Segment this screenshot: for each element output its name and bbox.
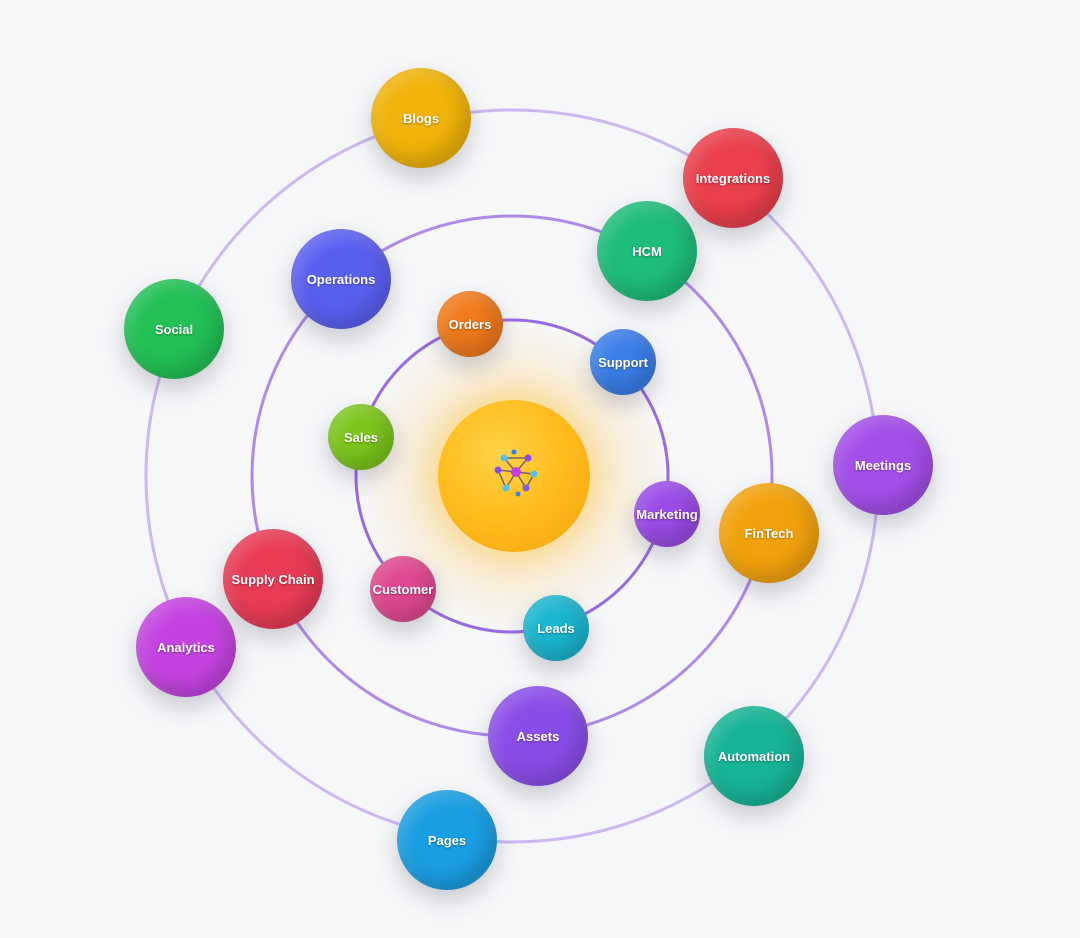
node-blogs[interactable]: Blogs <box>371 68 471 168</box>
node-meetings[interactable]: Meetings <box>833 415 933 515</box>
node-label: FinTech <box>744 525 794 541</box>
node-label: Social <box>154 321 194 337</box>
node-label: Pages <box>427 832 467 848</box>
node-operations[interactable]: Operations <box>291 229 391 329</box>
node-label: Meetings <box>854 457 912 473</box>
node-hcm[interactable]: HCM <box>597 201 697 301</box>
node-label: Leads <box>537 620 575 636</box>
node-supply-chain[interactable]: Supply Chain <box>223 529 323 629</box>
node-label: Sales <box>344 429 378 445</box>
node-leads[interactable]: Leads <box>523 595 589 661</box>
network-graph-icon <box>494 449 538 497</box>
node-label: Customer <box>372 581 434 597</box>
node-label: Automation <box>717 748 791 764</box>
node-label: Assets <box>516 728 560 744</box>
node-orders[interactable]: Orders <box>437 291 503 357</box>
node-label: Supply Chain <box>231 571 315 587</box>
node-automation[interactable]: Automation <box>704 706 804 806</box>
node-label: Marketing <box>636 506 698 522</box>
node-marketing[interactable]: Marketing <box>634 481 700 547</box>
inner-orbit-ring <box>354 318 670 634</box>
node-integrations[interactable]: Integrations <box>683 128 783 228</box>
node-support[interactable]: Support <box>590 329 656 395</box>
node-label: Support <box>598 354 648 370</box>
node-social[interactable]: Social <box>124 279 224 379</box>
node-fintech[interactable]: FinTech <box>719 483 819 583</box>
node-label: Integrations <box>695 170 771 186</box>
node-label: Operations <box>306 271 376 287</box>
node-label: Blogs <box>402 110 440 126</box>
node-pages[interactable]: Pages <box>397 790 497 890</box>
node-customer[interactable]: Customer <box>370 556 436 622</box>
node-label: Analytics <box>157 639 215 655</box>
node-sales[interactable]: Sales <box>328 404 394 470</box>
node-analytics[interactable]: Analytics <box>136 597 236 697</box>
node-assets[interactable]: Assets <box>488 686 588 786</box>
node-label: HCM <box>632 243 662 259</box>
node-label: Orders <box>448 316 492 332</box>
hub-core <box>438 400 590 552</box>
